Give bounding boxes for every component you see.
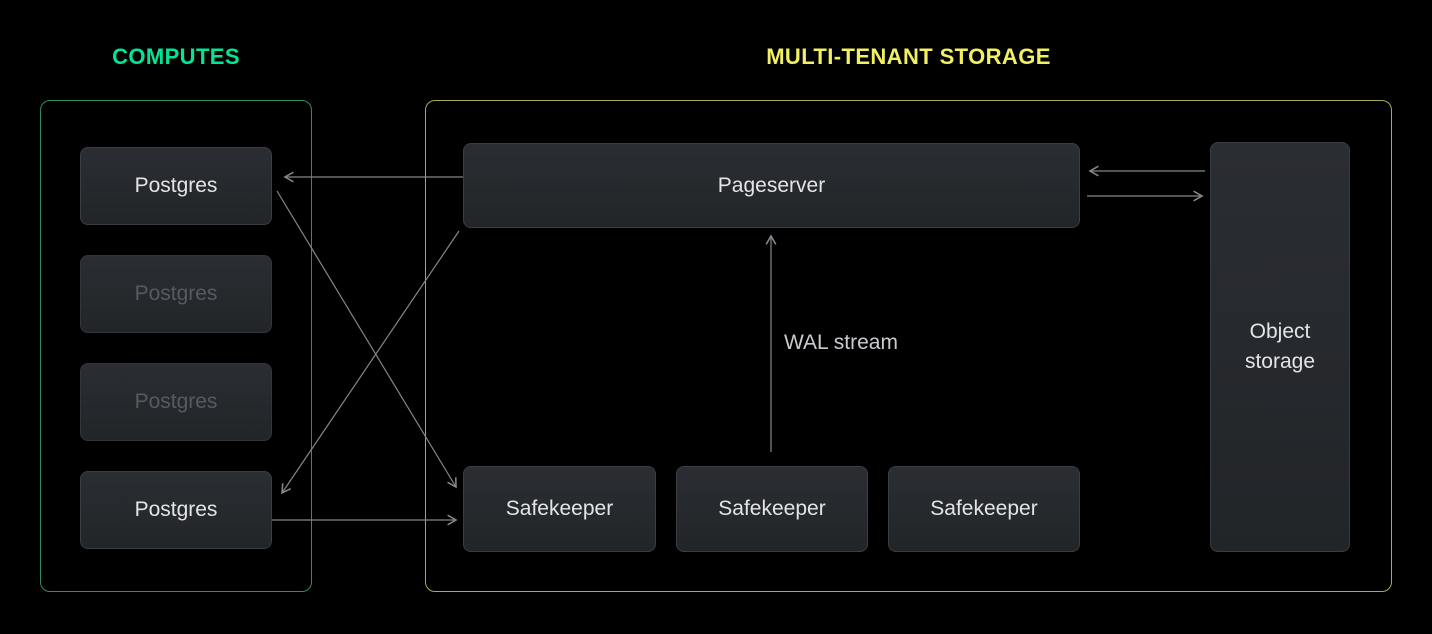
postgres-node-1-label: Postgres (134, 174, 218, 197)
computes-title: COMPUTES (112, 44, 240, 69)
safekeeper-node-3-label: Safekeeper (930, 497, 1038, 520)
object-storage-node: Object storage (1210, 142, 1350, 552)
safekeeper-node-1: Safekeeper (463, 466, 656, 552)
safekeeper-node-2: Safekeeper (676, 466, 868, 552)
postgres-node-2-label: Postgres (134, 282, 218, 305)
postgres-node-3-label: Postgres (134, 390, 218, 413)
pageserver-label: Pageserver (717, 173, 826, 197)
postgres-node-1: Postgres (80, 147, 272, 225)
storage-title: MULTI-TENANT STORAGE (766, 44, 1051, 69)
safekeeper-node-1-label: Safekeeper (505, 497, 614, 520)
postgres-node-3: Postgres (80, 363, 272, 441)
safekeeper-node-2-label: Safekeeper (718, 497, 826, 520)
postgres-node-2: Postgres (80, 255, 272, 333)
postgres-node-4-label: Postgres (134, 498, 218, 521)
safekeeper-node-3: Safekeeper (888, 466, 1080, 552)
pageserver-node: Pageserver (463, 143, 1080, 228)
postgres-node-4: Postgres (80, 471, 272, 549)
object-storage-label: Object storage (1244, 319, 1316, 373)
wal-stream-label: WAL stream (784, 331, 898, 354)
